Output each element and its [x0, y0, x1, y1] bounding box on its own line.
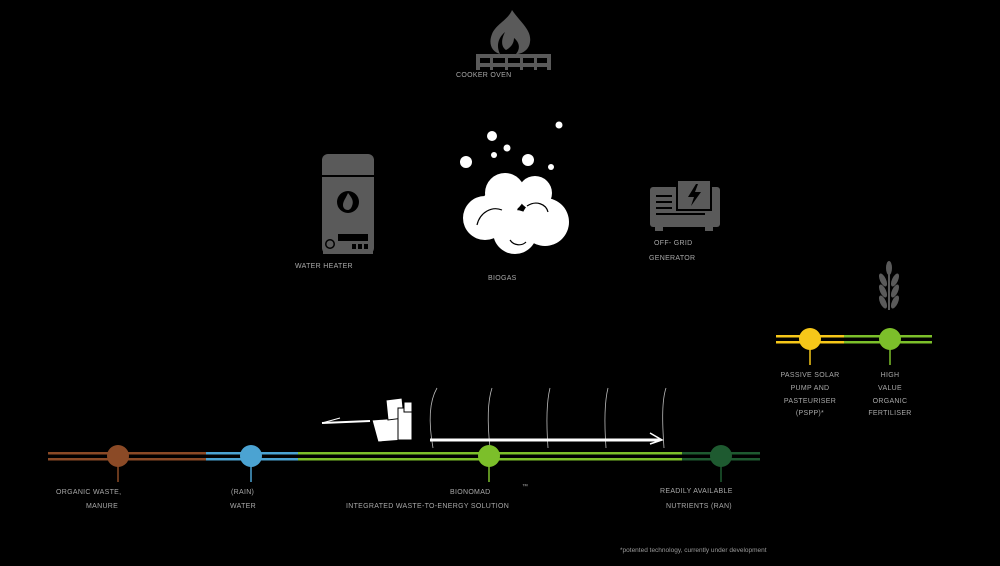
pspp-label-2: PUMP AND: [790, 385, 830, 392]
bionomad-label-1: BIONOMAD: [450, 489, 491, 496]
pspp-label-3: PASTEURISER: [783, 398, 837, 405]
fertiliser-label-1: HIGH: [880, 372, 900, 379]
timeline-node-bionomad: [478, 445, 500, 482]
bionomad-tunnel-drawing: [321, 387, 667, 449]
water-heater-label: WATER HEATER: [295, 263, 353, 270]
fertiliser-label-3: ORGANIC: [872, 398, 908, 405]
bionomad-label-2: INTEGRATED WASTE-TO-ENERGY SOLUTION: [346, 503, 510, 510]
nutrients-label-1: READILY AVAILABLE: [660, 488, 733, 495]
organic-waste-label-1: ORGANIC WASTE,: [56, 489, 122, 496]
biogas-label: BIOGAS: [488, 275, 517, 282]
bionomad-tm: ™: [522, 484, 529, 490]
nutrients-label-2: NUTRIENTS (RAN): [666, 503, 732, 510]
water-label-1: (RAIN): [231, 489, 255, 496]
timeline-node-water: [240, 445, 262, 482]
feeder-unit-icon: [371, 397, 413, 443]
output-node-pspp: [799, 328, 821, 365]
generator-label-2: GENERATOR: [649, 255, 696, 262]
timeline-node-organic-waste: [107, 445, 129, 482]
wheat-icon: [878, 261, 900, 310]
organic-waste-label-2: MANURE: [86, 503, 119, 510]
generator-icon: [650, 179, 720, 231]
biogas-cloud-outline: [476, 202, 549, 246]
pspp-label-1: PASSIVE SOLAR: [780, 372, 840, 379]
cooker-flame-icon: [476, 10, 551, 70]
biogas-cloud-icon: [460, 121, 569, 254]
footnote: *potented technology, currently under de…: [620, 547, 767, 554]
generator-label-1: OFF- GRID: [654, 240, 693, 247]
fertiliser-label-4: FERTILISER: [868, 410, 912, 417]
output-node-fertiliser: [879, 328, 901, 365]
fertiliser-label-2: VALUE: [878, 385, 902, 392]
water-label-2: WATER: [230, 503, 256, 510]
pspp-label-4: (PSPP)*: [795, 410, 825, 417]
timeline-node-nutrients: [710, 445, 732, 482]
cooker-label: COOKER OVEN: [456, 72, 512, 79]
water-heater-icon: [322, 154, 374, 254]
